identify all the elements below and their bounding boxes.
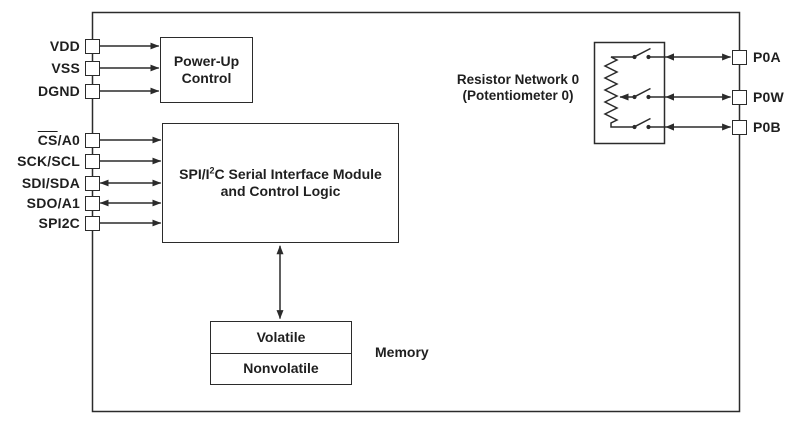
- serial-line2: and Control Logic: [220, 183, 341, 199]
- arrowhead-left-p0w: [665, 93, 674, 101]
- pin-box-dgnd: [84, 83, 100, 99]
- pin-label-sdo-a1: SDO/A1: [26, 195, 80, 211]
- resistor-network-box: [593, 41, 666, 145]
- pin-label-sck-scl: SCK/SCL: [17, 153, 80, 169]
- pin-label-sdi-sda: SDI/SDA: [21, 175, 80, 191]
- pin-box-sck-scl: [84, 153, 100, 169]
- cs-overbar: CS: [37, 132, 58, 148]
- switch-icon-p0b: [633, 117, 651, 128]
- pin-label-p0w: P0W: [753, 89, 784, 105]
- arrowhead-left-p0b: [665, 123, 674, 131]
- resistor-icon: [603, 56, 635, 128]
- power-up-line2: Control: [181, 70, 232, 86]
- arrowhead-left-p0a: [665, 53, 674, 61]
- contact-dot: [632, 54, 637, 60]
- pin-box-vss: [84, 60, 100, 76]
- contact-dot: [632, 94, 637, 100]
- switch-icon-p0w: [633, 87, 651, 98]
- power-up-line1: Power-Up: [173, 53, 240, 69]
- memory-volatile-row: Volatile: [211, 322, 351, 354]
- pin-label-cs-a0: CS/A0: [37, 132, 80, 148]
- resistor-network-label-line2: (Potentiometer 0): [462, 87, 574, 103]
- switch-icon-p0a: [633, 47, 651, 58]
- pin-label-dgnd: DGND: [37, 83, 80, 99]
- contact-dot: [646, 94, 651, 100]
- pin-box-vdd: [84, 38, 100, 54]
- pin-box-p0w: [731, 89, 747, 105]
- pin-box-sdi-sda: [84, 175, 100, 191]
- contact-dot: [646, 124, 651, 130]
- superscript-2: 2: [209, 165, 215, 176]
- serial-line1: SPI/I2C Serial Interface Module: [179, 165, 382, 182]
- resistor-network-label: Resistor Network 0 (Potentiometer 0): [437, 72, 599, 103]
- serial-interface-block: SPI/I2C Serial Interface Module and Cont…: [162, 123, 399, 243]
- memory-nonvolatile-row: Nonvolatile: [243, 360, 319, 377]
- memory-block: Volatile Nonvolatile: [210, 321, 352, 385]
- pin-label-spi2c: SPI2C: [38, 215, 80, 231]
- pin-box-spi2c: [84, 215, 100, 231]
- pin-label-p0a: P0A: [753, 49, 781, 65]
- power-up-control-block: Power-Up Control: [160, 37, 253, 103]
- pin-box-sdo-a1: [84, 195, 100, 211]
- contact-dot: [632, 124, 637, 130]
- pin-label-vdd: VDD: [49, 38, 80, 54]
- resistor-network-label-line1: Resistor Network 0: [456, 72, 580, 87]
- device-boundary-box: [91, 11, 741, 413]
- memory-caption: Memory: [375, 344, 429, 360]
- pin-label-p0b: P0B: [753, 119, 781, 135]
- pin-box-p0a: [731, 49, 747, 65]
- contact-dot: [646, 54, 651, 60]
- pin-label-vss: VSS: [51, 60, 80, 76]
- pin-box-cs-a0: [84, 132, 100, 148]
- pin-box-p0b: [731, 119, 747, 135]
